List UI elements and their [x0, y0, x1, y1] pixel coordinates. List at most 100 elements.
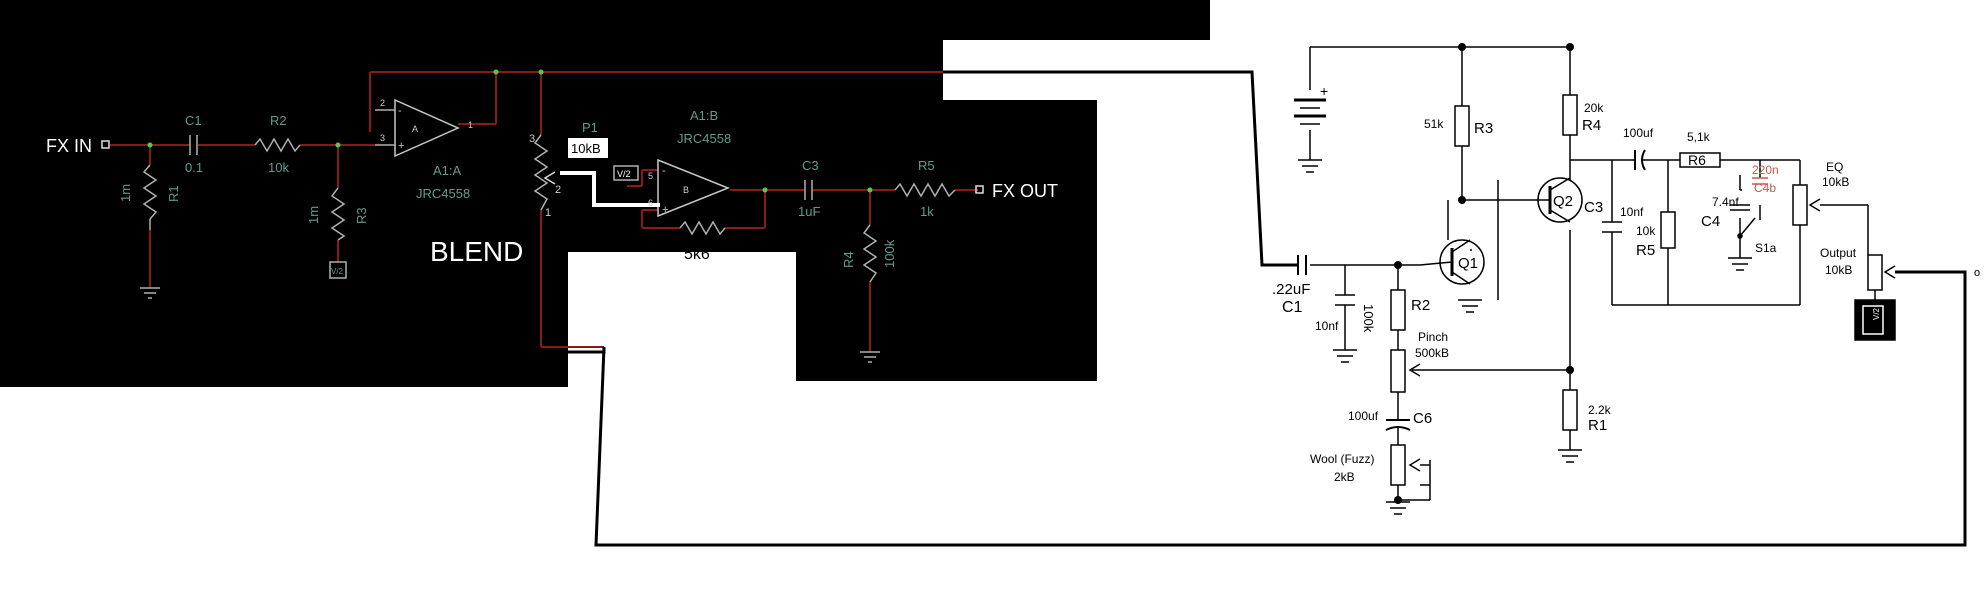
- opamp-a-part: JRC4558: [416, 186, 470, 201]
- c4b-value: 220n: [1752, 163, 1779, 177]
- vref-box: [613, 165, 639, 181]
- opamp-b-name: A1:B: [690, 108, 718, 123]
- c6-name: C6: [1413, 410, 1432, 427]
- r3-value: 1m: [306, 206, 321, 224]
- r1-name: R1: [166, 185, 181, 202]
- opamp-b-plus: +: [662, 204, 668, 216]
- q1-label: Q1: [1458, 255, 1478, 272]
- ground-icon: [1728, 257, 1752, 271]
- r3-name: R3: [1474, 120, 1493, 137]
- opamp-a-letter: A: [412, 124, 418, 134]
- output-potentiometer: [1867, 254, 1883, 291]
- pot-pin1: 1: [545, 207, 551, 219]
- r1-value: 2.2k: [1588, 403, 1612, 417]
- left-wiring: [110, 71, 978, 352]
- c6-plate-b: [1385, 426, 1411, 431]
- r5-resistor: [1660, 211, 1676, 249]
- opamp-b-minus: -: [662, 165, 666, 177]
- fx-out-label: FX OUT: [992, 181, 1058, 201]
- cap-10nf-label: 10nf: [1315, 319, 1339, 333]
- c1-value: .22uF: [1272, 281, 1310, 298]
- r1-resistor: [1562, 389, 1578, 431]
- r1-name: R1: [1588, 417, 1607, 434]
- pot-pin2: 2: [555, 184, 561, 196]
- feedback-value: 5k6: [684, 246, 710, 263]
- c4-name: C4: [1701, 213, 1720, 230]
- c3-name: C3: [1584, 199, 1603, 216]
- vref-tag-left: V/2: [331, 267, 344, 276]
- wool-wiper-arrow: [1408, 458, 1421, 472]
- output-name: Output: [1820, 246, 1857, 260]
- ground-icon: [1558, 449, 1582, 463]
- output-terminal: o: [1974, 267, 1980, 279]
- r3-value: 51k: [1424, 117, 1444, 131]
- p1-value: 10kB: [571, 141, 601, 156]
- blend-wire: [560, 171, 660, 207]
- r4-resistor: [862, 224, 878, 283]
- opamp-b-pin5: 5: [648, 171, 653, 181]
- eq-potentiometer: [1792, 184, 1808, 226]
- opamp-a-name: A1:A: [433, 163, 462, 178]
- r5-resistor: [894, 182, 956, 198]
- opamp-a-minus: -: [398, 105, 402, 117]
- r2-value: 10k: [268, 160, 289, 175]
- r2-name: R2: [270, 113, 287, 128]
- pinch-value: 500kB: [1415, 346, 1449, 360]
- opamp-b-letter: B: [683, 185, 689, 195]
- p1-potentiometer: [533, 134, 549, 211]
- c3-value: 1uF: [798, 204, 820, 219]
- opamp-b-triangle: [657, 158, 731, 218]
- p1-value-box: [568, 138, 608, 158]
- vref-tag-right: V/2: [1872, 307, 1881, 320]
- c1-name: C1: [185, 113, 202, 128]
- r3-resistor: [330, 187, 346, 241]
- wool-name: Wool (Fuzz): [1310, 452, 1374, 466]
- opamp-a-pin1: 1: [468, 120, 473, 130]
- q1-transistor: [1439, 239, 1485, 285]
- r6-value: 5,1k: [1687, 130, 1711, 144]
- battery-icon: [1294, 98, 1326, 125]
- eq-value: 10kB: [1822, 175, 1849, 189]
- r4-value: 20k: [1584, 101, 1604, 115]
- opamp-b-part: JRC4558: [677, 131, 731, 146]
- c6-value: 100uf: [1348, 409, 1379, 423]
- opamp-a-triangle: [394, 98, 460, 158]
- right-panel-background: [1255, 0, 1984, 545]
- interconnect-wires: [568, 70, 1967, 547]
- left-labels: FX IN FX OUT BLEND C1 0.1 R2 10k 1m R1 1…: [46, 98, 1058, 276]
- r4-resistor: [1562, 94, 1578, 136]
- left-components: [101, 98, 984, 363]
- vref-box: [329, 261, 347, 279]
- right-junction-nodes: [1394, 43, 1574, 504]
- c4b-name: C4b: [1754, 181, 1776, 195]
- s1a-switch: [1739, 217, 1756, 237]
- vref-tag-mid: V/2: [617, 169, 631, 179]
- cap-100uf-plate-b: [1641, 149, 1646, 171]
- right-components: [1294, 94, 1896, 515]
- r2-value: 100k: [1361, 304, 1376, 333]
- opamp-b-pin6: 6: [648, 198, 653, 208]
- r5-value: 1k: [920, 204, 934, 219]
- ground-icon: [1458, 299, 1482, 313]
- r6-name: R6: [1688, 152, 1706, 168]
- r4-value: 100k: [882, 239, 897, 268]
- opamp-a-plus: +: [398, 140, 404, 152]
- right-panel: [1255, 0, 1984, 545]
- fx-in-terminal: [101, 140, 110, 149]
- opamp-a-pin3: 3: [380, 133, 385, 143]
- output-wiper-arrow: [1883, 265, 1896, 279]
- r5-value: 10k: [1636, 224, 1656, 238]
- p1-wiper-arrow: [543, 171, 556, 185]
- fx-out-terminal: [975, 185, 984, 194]
- c1-value: 0.1: [185, 160, 203, 175]
- r2-resistor: [254, 137, 301, 153]
- r4-name: R4: [841, 251, 856, 268]
- wool-potentiometer: [1390, 444, 1406, 486]
- eq-name: EQ: [1826, 160, 1843, 174]
- c3-name: C3: [802, 158, 819, 173]
- ground-icon: [1298, 159, 1322, 173]
- r5-name: R5: [1636, 242, 1655, 259]
- left-panel: [0, 0, 1210, 387]
- feedback-resistor: [679, 220, 726, 236]
